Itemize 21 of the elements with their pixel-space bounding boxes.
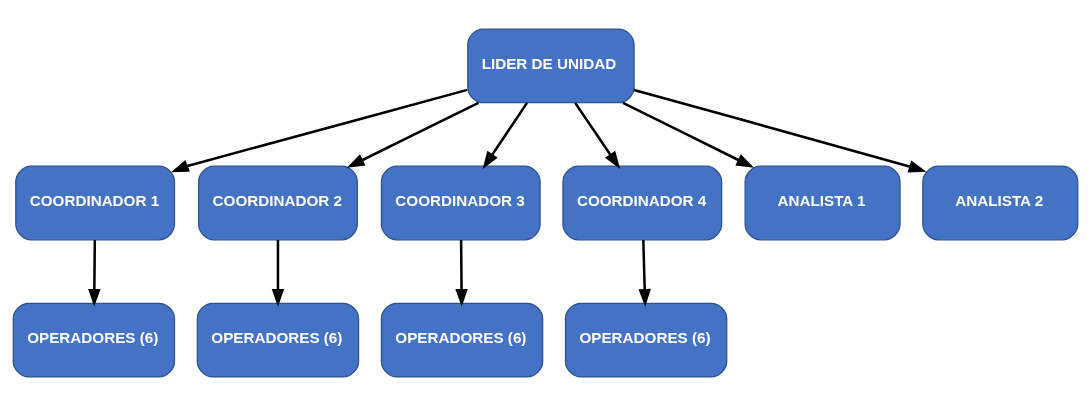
arrow	[171, 88, 468, 172]
node-box: ANALISTA 1	[744, 165, 901, 240]
node-box: OPERADORES (6)	[380, 302, 544, 378]
node-box: LIDER DE UNIDAD	[467, 27, 635, 103]
arrow	[482, 101, 529, 169]
node-box: COORDINADOR 4	[562, 165, 723, 240]
node-box: COORDINADOR 1	[15, 165, 176, 240]
node-box: OPERADORES (6)	[196, 302, 360, 378]
arrow	[271, 239, 285, 307]
arrow	[455, 239, 468, 307]
arrow	[574, 101, 621, 169]
node-box: COORDINADOR 3	[380, 165, 541, 240]
node-box: OPERADORES (6)	[12, 302, 176, 378]
arrow	[346, 101, 480, 168]
node-box: ANALISTA 2	[922, 165, 1079, 240]
arrow	[633, 88, 927, 172]
arrow	[622, 101, 755, 168]
node-box: COORDINADOR 2	[197, 165, 358, 240]
node-box: OPERADORES (6)	[564, 302, 728, 378]
arrow	[638, 239, 651, 307]
arrow	[88, 239, 101, 307]
